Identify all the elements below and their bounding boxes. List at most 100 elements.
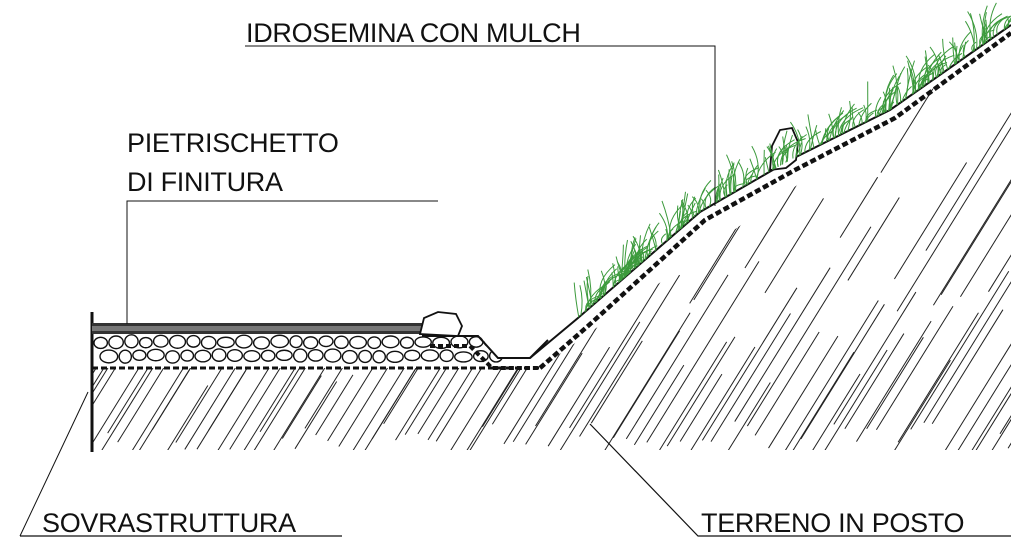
grass-blade [821, 115, 840, 145]
grass-blade [795, 142, 802, 158]
grass-blade [809, 125, 818, 150]
grass-blade [942, 38, 949, 70]
grass-blade [979, 13, 988, 42]
grass-blade [587, 269, 592, 308]
grass-blade [952, 37, 956, 65]
cobble-stone [152, 334, 169, 348]
hatch-line [624, 126, 673, 205]
grass-blade [782, 144, 788, 163]
cobble-stone [302, 336, 319, 350]
hatch-line [779, 300, 879, 450]
hatch-line [839, 176, 879, 238]
grass-blade [792, 134, 807, 159]
grass-blade [912, 80, 917, 92]
grass-blade [743, 167, 760, 186]
hatch-line [646, 261, 760, 443]
grass-blade [737, 161, 745, 188]
grass-blade [638, 246, 641, 266]
grass-blade [837, 107, 842, 136]
hatch-line [788, 351, 855, 450]
grass-blade [932, 45, 955, 80]
hatch-line [515, 185, 569, 271]
grass-blade [624, 239, 628, 278]
grass-blade [718, 177, 724, 201]
hatch-line [988, 105, 1011, 292]
grass-blade [704, 186, 716, 209]
grass-blade [676, 205, 681, 230]
cobble-stone [341, 349, 358, 365]
grass-blade [888, 87, 891, 110]
cobble-stone [180, 349, 195, 362]
grass-blade [954, 44, 964, 65]
grass-blade [695, 187, 706, 216]
grass-blade [922, 57, 940, 87]
hatch-line [511, 265, 552, 330]
grass-blade [716, 174, 720, 203]
hatch-line [129, 347, 197, 450]
grass-blade [989, 16, 1007, 40]
cobble-stone [318, 335, 334, 348]
cobble-stone [307, 348, 324, 362]
grass-blade [627, 251, 643, 275]
cobble-stone [168, 334, 187, 349]
grass-blade [725, 180, 728, 197]
grass-blade [863, 104, 867, 123]
cobble-stone [200, 335, 217, 350]
cobble-stone [358, 349, 373, 364]
hatch-line [572, 244, 614, 310]
cobble-stone [260, 349, 276, 362]
hatch-line [432, 189, 509, 311]
grass-blade [632, 235, 642, 264]
cobble-stone [289, 335, 303, 349]
grass-blade [912, 74, 926, 94]
hatch-line [893, 162, 968, 280]
grass-blade [668, 228, 674, 239]
grass-blade [858, 102, 872, 126]
grass-blade [964, 20, 975, 51]
cobble-stone [399, 336, 415, 349]
grass-blade [705, 189, 712, 207]
grass-blade [917, 73, 933, 90]
grass-blade [843, 116, 854, 134]
grass-blade [897, 86, 902, 103]
grass-blade [648, 227, 657, 251]
leader-idrosemina [245, 45, 716, 206]
grass-blade [847, 100, 852, 132]
hatch-line [575, 194, 630, 281]
grass-blade [585, 276, 593, 306]
grass-blade [1003, 15, 1011, 30]
grass-blade [747, 173, 754, 185]
grass-blade [685, 202, 696, 225]
hatch-line [338, 152, 404, 256]
hatch-line [473, 33, 608, 247]
cobble-stone [194, 349, 212, 363]
grass-blade [912, 78, 917, 93]
hatch-line [988, 381, 1011, 450]
grass-blade [815, 130, 821, 146]
grass-blade [888, 75, 900, 111]
hatch-line [965, 366, 1011, 450]
cobble-stone [367, 336, 382, 350]
hatch-line [910, 270, 1010, 430]
grass-blade [982, 36, 990, 45]
hatch-line [143, 144, 223, 271]
cobble-stone [403, 349, 421, 362]
grass-blade [969, 13, 975, 52]
hatch-line [896, 120, 1011, 312]
grass-blade [888, 87, 898, 111]
grass-blade [680, 191, 686, 229]
hatch-line [579, 274, 680, 437]
label-terreno: TERRENO IN POSTO [701, 508, 964, 538]
grass-blade [874, 96, 882, 118]
cobble-stone [99, 349, 119, 364]
cobble-stone [270, 334, 290, 349]
grass-blade [611, 272, 614, 288]
leader-pietrischetto [126, 200, 438, 324]
cobble-stone [252, 336, 271, 350]
hatch-line [449, 368, 502, 450]
hatch-line [734, 267, 831, 422]
grass-blade [777, 139, 795, 167]
grass-blade [962, 41, 967, 60]
hatch-line [856, 320, 932, 442]
